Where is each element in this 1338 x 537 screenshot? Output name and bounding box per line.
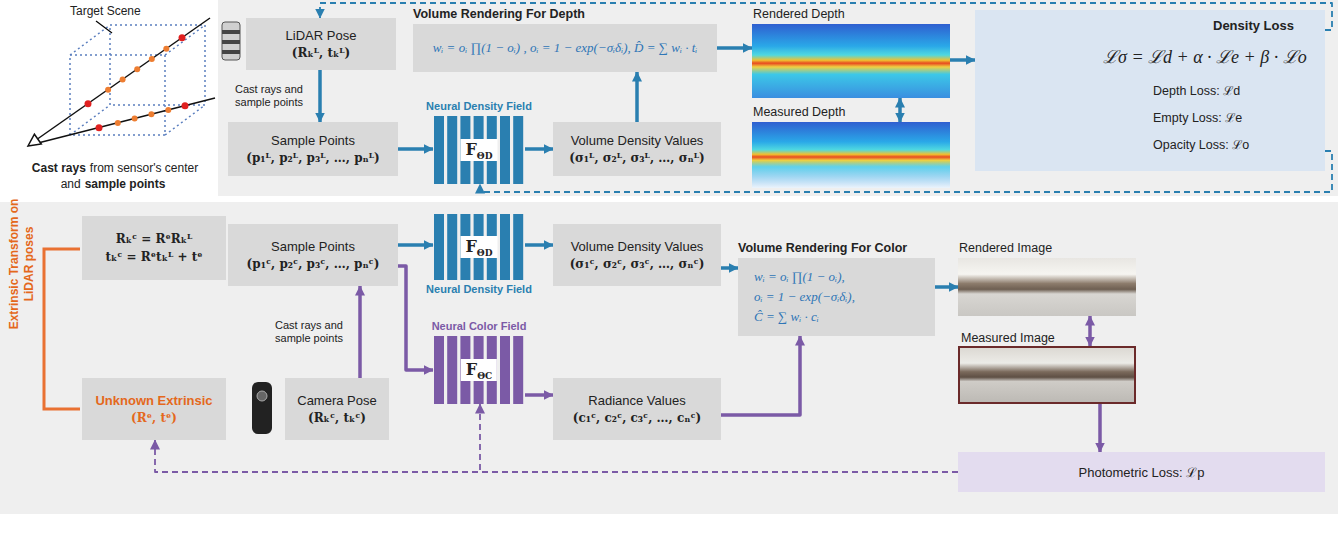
math-expression: (p₁ᶜ, p₂ᶜ, p₃ᶜ, …, pₙᶜ) [247,255,380,273]
process-box: Unknown Extrinsic(Rᵉ, tᵉ) [82,378,226,440]
symbol-subscript: ΘD [477,151,493,161]
formula-heading: Volume Rendering For Depth [413,7,585,21]
formula-line: oᵢ = 1 − exp(−σᵢδᵢ), [754,287,855,307]
process-box: Rₖᶜ = RᵉRₖᴸtₖᶜ = Rᵉtₖᴸ + tᵉ [82,216,226,280]
flow-arrow [635,72,639,122]
symbol-letter: F [465,237,476,256]
math-expression: (σ₁ᴸ, σ₂ᴸ, σ₃ᴸ, …, σₙᴸ) [569,149,704,167]
scene-label: Target Scene [70,4,141,19]
box-title: Volume Density Values [571,132,704,149]
box-title: Sample Points [271,132,355,149]
loss-term: Opacity Loss: ℒo [1153,136,1313,153]
loss-formula: ℒσ = ℒd + α · ℒe + β · ℒo [1103,44,1313,68]
image-heading: Rendered Depth [753,7,845,21]
flow-arrow [358,286,362,378]
camera-icon [252,382,272,434]
symbol-letter: F [466,360,477,379]
loss-term: Depth Loss: ℒd [1153,82,1313,99]
flow-arrow [398,266,433,370]
math-expression: tₖᶜ = Rᵉtₖᴸ + tᵉ [105,248,202,266]
process-box: Camera Pose(Rₖᶜ, tₖᶜ) [285,378,389,440]
box-title: Radiance Values [588,392,685,409]
symbol-badge: FΘD [460,236,497,258]
loss-box: Density Loss ℒσ = ℒd + α · ℒe + β · ℒo Dep… [975,10,1325,171]
flow-arrow [398,243,433,247]
process-box: Volume Density Values(σ₁ᴸ, σ₂ᴸ, σ₃ᴸ, …, … [553,122,721,176]
flow-arrow [525,147,553,151]
caption-text: sample points [85,177,166,191]
math-expression: (p₁ᴸ, p₂ᴸ, p₃ᴸ, …, pₙᴸ) [246,149,380,167]
symbol-letter: F [465,140,476,159]
math-expression: (Rᵉ, tᵉ) [131,409,177,427]
bottom-panel [0,202,1338,514]
neural-field-block: FΘDNeural Density Field [433,116,525,184]
symbol-badge: FΘD [460,139,497,161]
neural-field-block: FΘCNeural Color Field [433,336,525,404]
flow-arrow [950,58,975,62]
formula-heading: Volume Rendering For Color [738,241,907,255]
flow-arrow [721,266,738,270]
caption-text: Cast rays [32,161,86,175]
top-panel [218,0,1338,196]
image-heading: Rendered Image [959,241,1052,255]
bracket-label: Extrinsic Transform on LiDAR poses [7,184,37,344]
field-label: Neural Color Field [432,320,527,333]
process-box: Volume Density Values(σ₁ᶜ, σ₂ᶜ, σ₃ᶜ, …, … [553,224,721,286]
box-title: LiDAR Pose [286,27,357,44]
scene-illustration [70,25,205,135]
math-expression: (Rₖᴸ, tₖᴸ) [292,44,350,62]
loss-title: Density Loss [1213,18,1313,34]
process-box: Radiance Values(c₁ᶜ, c₂ᶜ, c₃ᶜ, …, cₙᶜ) [553,378,721,440]
process-box: Sample Points(p₁ᴸ, p₂ᴸ, p₃ᴸ, …, pₙᴸ) [228,122,398,176]
math-expression: (c₁ᶜ, c₂ᶜ, c₃ᶜ, …, cₙᶜ) [573,409,702,427]
rays [28,18,215,146]
caption-block: Cast raysfrom sensor's center andsample … [8,160,220,192]
symbol-subscript: ΘC [477,371,492,381]
box-title: Unknown Extrinsic [95,392,212,409]
image-panel: Rendered Depth [752,24,950,98]
box-title: Sample Points [271,238,355,255]
image-panel: Measured Depth [752,122,950,188]
box-title: Camera Pose [297,392,376,409]
flow-arrow [721,336,800,415]
flow-arrow [1088,316,1092,346]
flow-arrow [717,46,752,50]
flow-arrow [398,147,433,151]
flow-arrow [318,70,322,122]
lidar-icon [222,22,240,60]
flow-arrow [1098,404,1102,452]
dashed-feedback-arrow [155,440,958,472]
loss-box: Photometric Loss: ℒp [958,452,1325,492]
image-panel: Measured Image [958,346,1136,404]
math-expression: Rₖᶜ = RᵉRₖᴸ [116,230,193,248]
formula-line: Ĉ = ∑ wᵢ · cᵢ [754,307,819,327]
formula-line: wᵢ = oᵢ ∏(1 − oᵢ) , oᵢ = 1 − exp(−σᵢδᵢ),… [433,38,698,58]
flow-arrow [525,243,553,247]
loss-term: Empty Loss: ℒe [1153,109,1313,126]
extrinsic-bracket [44,249,80,409]
symbol-badge: FΘC [461,359,497,381]
image-panel: Rendered Image [958,258,1136,316]
image-heading: Measured Depth [753,105,845,119]
edge-label: Cast rays and sample points [266,319,352,345]
process-box: Sample Points(p₁ᶜ, p₂ᶜ, p₃ᶜ, …, pₙᶜ) [228,224,398,286]
flow-arrow [935,285,958,289]
field-label: Neural Density Field [426,283,532,296]
neural-field-block: FΘDNeural Density Field [433,214,525,280]
process-box: LiDAR Pose(Rₖᴸ, tₖᴸ) [246,18,396,70]
image-heading: Measured Image [961,331,1055,345]
math-expression: (Rₖᶜ, tₖᶜ) [308,409,366,427]
math-expression: (σ₁ᶜ, σ₂ᶜ, σ₃ᶜ, …, σₙᶜ) [570,255,705,273]
field-label: Neural Density Field [426,100,532,113]
flow-arrow [525,393,553,397]
symbol-subscript: ΘD [477,248,493,258]
loss-title: Photometric Loss: ℒp [1079,464,1205,481]
flow-arrow [898,98,902,122]
formula-box: Volume Rendering For Depthwᵢ = oᵢ ∏(1 − … [413,24,717,72]
edge-label: Cast rays and sample points [226,83,312,109]
box-title: Volume Density Values [571,238,704,255]
formula-box: Volume Rendering For Colorwᵢ = oᵢ ∏(1 − … [738,258,935,336]
formula-line: wᵢ = oᵢ ∏(1 − oᵢ), [754,267,845,287]
leader-line [96,21,112,33]
